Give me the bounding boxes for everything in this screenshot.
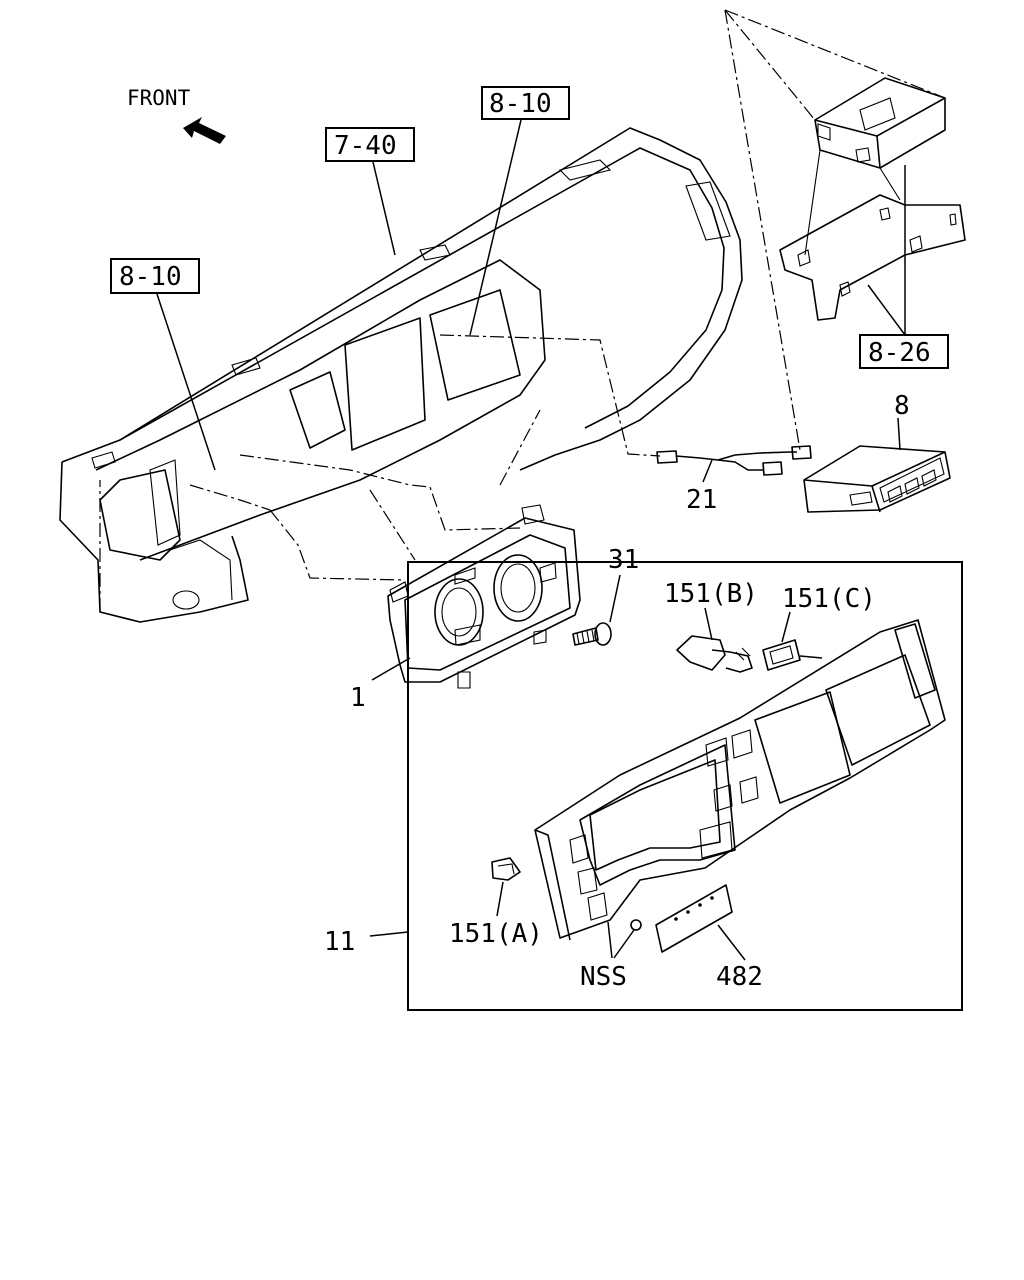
- bracket-151b[interactable]: [676, 635, 753, 673]
- callout-482: 482: [716, 962, 763, 992]
- nss-screw[interactable]: [630, 919, 642, 931]
- module-with-bracket[interactable]: [724, 9, 966, 451]
- wiring-harness[interactable]: [656, 445, 812, 476]
- cluster-bezel[interactable]: [534, 619, 946, 941]
- leader-151a: [496, 881, 504, 917]
- instrument-panel-drawing: [59, 127, 743, 623]
- leader-151b: [704, 607, 713, 641]
- inset-panel-frame: [407, 561, 963, 1011]
- ref-box-8-26[interactable]: 8-26: [859, 334, 949, 369]
- callout-11: 11: [324, 927, 355, 957]
- ref-8-26-label: 8-26: [868, 338, 931, 368]
- ref-8-10-left-label: 8-10: [119, 262, 182, 292]
- callout-151c: 151(C): [782, 584, 876, 614]
- ref-box-7-40[interactable]: 7-40: [325, 127, 415, 162]
- front-arrow-icon: [183, 117, 226, 144]
- ref-8-10-top-label: 8-10: [489, 89, 552, 119]
- callout-151b: 151(B): [664, 579, 758, 609]
- combination-meter[interactable]: [387, 504, 581, 689]
- reference-leaders: [156, 119, 906, 471]
- control-unit[interactable]: [803, 445, 951, 513]
- leader-nss: [607, 921, 635, 959]
- callout-31: 31: [608, 545, 639, 575]
- front-label: FRONT: [127, 86, 191, 110]
- ref-box-8-10-top[interactable]: 8-10: [481, 86, 570, 120]
- label-plate-482[interactable]: [655, 884, 733, 953]
- screw[interactable]: [572, 622, 612, 646]
- callout-nss: NSS: [580, 962, 627, 992]
- callout-8: 8: [894, 391, 910, 421]
- callout-leaders: [369, 417, 901, 937]
- leader-151c: [781, 611, 791, 643]
- callout-21: 21: [686, 485, 717, 515]
- callout-1: 1: [350, 683, 366, 713]
- callout-151a: 151(A): [449, 919, 543, 949]
- harness-routing-lines: [189, 334, 661, 581]
- ref-box-8-10-left[interactable]: 8-10: [110, 258, 200, 294]
- clip-151a[interactable]: [491, 857, 521, 881]
- leader-482: [717, 924, 746, 961]
- ref-7-40-label: 7-40: [334, 131, 397, 161]
- plate-151c[interactable]: [762, 639, 823, 671]
